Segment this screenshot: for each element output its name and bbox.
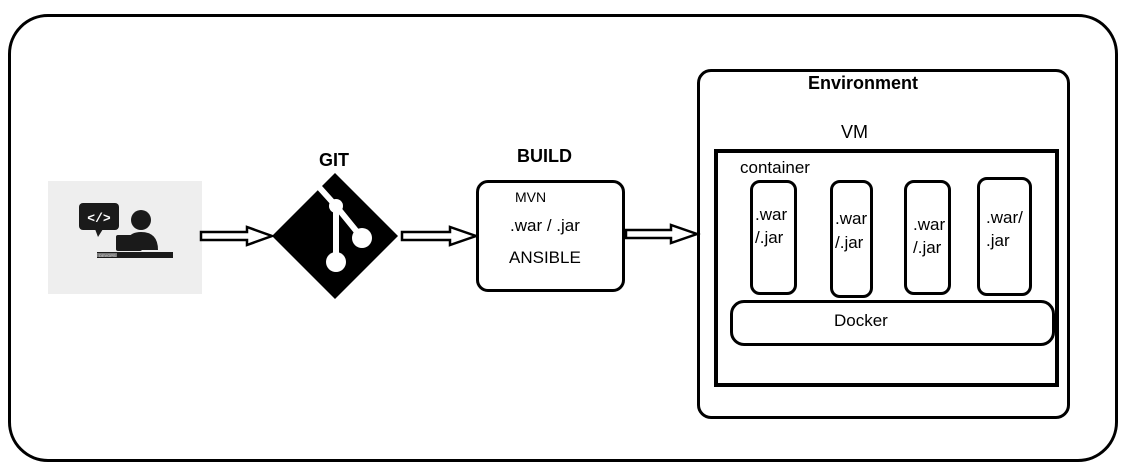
artifact-line2: /.jar bbox=[755, 228, 784, 247]
build-deploy-tool-label: ANSIBLE bbox=[509, 248, 581, 267]
artifact-line1: .war/ bbox=[986, 208, 1023, 227]
build-box: MVN .war / .jar ANSIBLE bbox=[476, 180, 625, 292]
code-glyph: </> bbox=[87, 211, 111, 226]
artifact-line2: .jar bbox=[986, 231, 1010, 250]
container-artifact-4: .war/ .jar bbox=[977, 177, 1032, 296]
environment-title: Environment bbox=[808, 73, 919, 93]
arrow-dev-to-git bbox=[199, 225, 276, 247]
build-tool-label: MVN bbox=[515, 189, 547, 205]
arrow-build-to-environment bbox=[624, 223, 701, 245]
artifact-line1: .war bbox=[755, 205, 788, 224]
vm-label: VM bbox=[841, 122, 868, 142]
artifact-line1: .war bbox=[835, 209, 868, 228]
container-artifact-3: .war /.jar bbox=[904, 180, 951, 295]
artifact-line2: /.jar bbox=[913, 238, 942, 257]
vm-box bbox=[714, 149, 1059, 387]
docker-box bbox=[730, 300, 1055, 346]
developer-coding-icon: </> DEVOPS bbox=[79, 203, 173, 258]
container-artifact-1: .war /.jar bbox=[750, 180, 797, 295]
artifact-line2: /.jar bbox=[835, 233, 864, 252]
build-artifact-label: .war / .jar bbox=[510, 216, 580, 235]
diagram-frame bbox=[8, 14, 1118, 462]
environment-box bbox=[697, 69, 1070, 419]
docker-label: Docker bbox=[834, 311, 888, 330]
build-title: BUILD bbox=[517, 146, 572, 166]
artifact-line1: .war bbox=[913, 215, 946, 234]
container-label: container bbox=[740, 158, 810, 177]
git-label: GIT bbox=[319, 150, 349, 170]
container-artifact-2: .war /.jar bbox=[830, 180, 873, 298]
arrow-git-to-build bbox=[400, 225, 480, 247]
git-logo-icon bbox=[272, 173, 398, 299]
developer-tag: DEVOPS bbox=[99, 253, 116, 258]
